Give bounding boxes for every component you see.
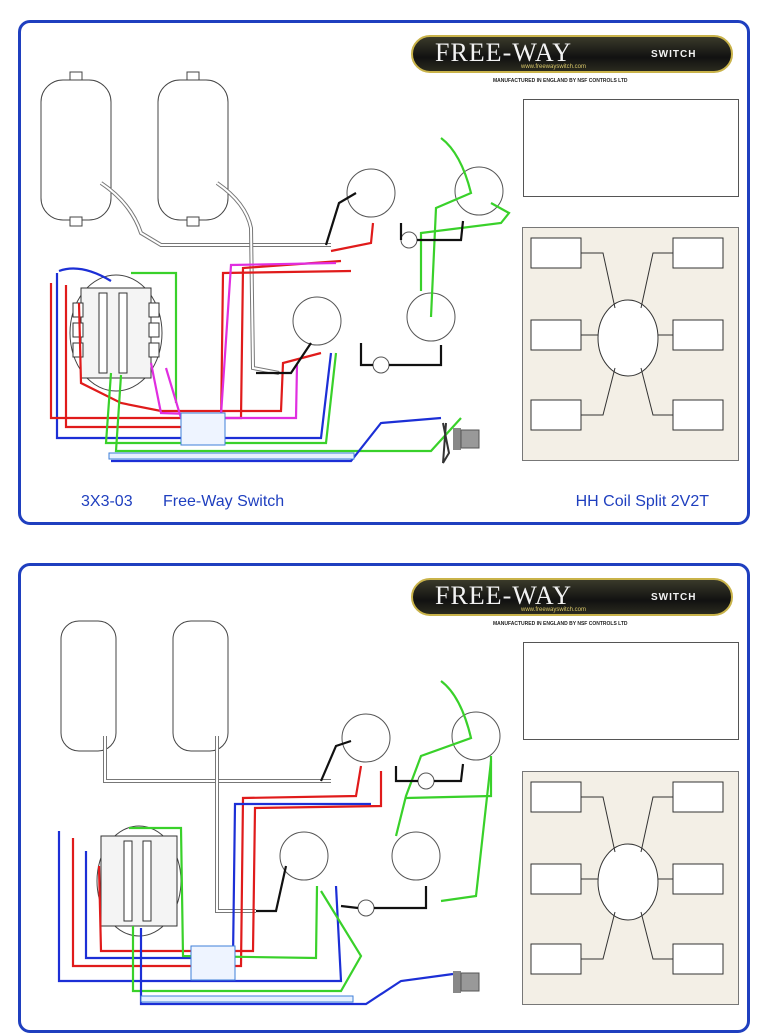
neck-humbucker-pickup: [40, 71, 112, 227]
bridge-humbucker-pickup: [157, 71, 229, 227]
diagram-name: Free-Way Switch: [163, 493, 285, 510]
logo-text: FREE-WAY: [435, 581, 573, 610]
switch-positions-panel: [522, 227, 739, 461]
logo-url: www.freewayswitch.com: [521, 64, 587, 70]
manufacturer-note: MANUFACTURED IN ENGLAND BY NSF CONTROLS …: [493, 78, 628, 84]
switch-positions-diagram: [530, 237, 724, 431]
pots: [279, 711, 501, 917]
pots: [292, 166, 504, 374]
neck-humbucker-pickup: [60, 620, 117, 752]
diagram-code: 3X3-03: [81, 493, 133, 510]
capacitor: [400, 231, 418, 249]
notes-box: [523, 99, 739, 197]
wiring-diagram-panel-2: FREE-WAY SWITCH www.freewayswitch.com MA…: [18, 563, 750, 1033]
logo-switch-text: SWITCH: [651, 49, 697, 60]
manufacturer-note: MANUFACTURED IN ENGLAND BY NSF CONTROLS …: [493, 621, 628, 627]
free-way-switch-logo: FREE-WAY SWITCH www.freewayswitch.com: [411, 35, 733, 73]
logo-text: FREE-WAY: [435, 38, 573, 67]
bridge-humbucker-pickup: [172, 620, 229, 752]
output-jack: [442, 422, 480, 464]
logo-url: www.freewayswitch.com: [521, 607, 587, 613]
switch-positions-diagram: [530, 781, 724, 975]
wiring-diagram-panel-1: FREE-WAY SWITCH www.freewayswitch.com MA…: [18, 20, 750, 525]
logo-switch-text: SWITCH: [651, 592, 697, 603]
switch-positions-panel: [522, 771, 739, 1005]
output-jack: [453, 971, 480, 993]
neck-tone-pot: [454, 166, 504, 216]
diagram-description: HH Coil Split 2V2T: [575, 493, 709, 510]
wiring-diagram-1: [40, 71, 511, 464]
free-way-switch: [69, 274, 163, 392]
wiring-diagram-2: [57, 620, 501, 1006]
bridge-volume-pot: [292, 296, 342, 346]
free-way-switch-logo: FREE-WAY SWITCH www.freewayswitch.com: [411, 578, 733, 616]
notes-box: [523, 642, 739, 740]
free-way-switch: [96, 825, 182, 937]
neck-volume-pot: [346, 168, 396, 218]
capacitor: [372, 356, 390, 374]
